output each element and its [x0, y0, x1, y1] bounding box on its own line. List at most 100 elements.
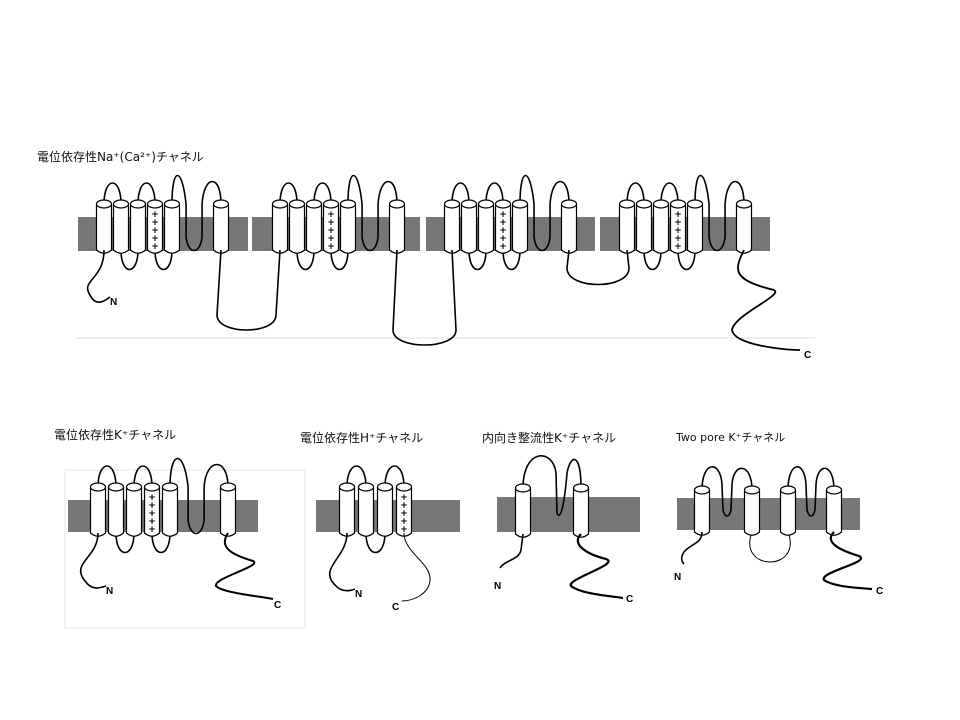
loop-line — [169, 457, 229, 535]
positive-charge-icon: + — [148, 493, 156, 503]
loop-line — [485, 182, 504, 205]
helix-top — [735, 199, 753, 209]
c-terminus-tail — [822, 531, 873, 591]
loop-line — [522, 455, 582, 516]
helix-cylinder — [357, 487, 375, 537]
helix-top — [652, 199, 670, 209]
helix-cylinder — [143, 487, 161, 537]
loop-line — [79, 532, 107, 589]
loop-line — [296, 249, 315, 271]
helix-cylinder — [305, 204, 323, 254]
helix-top — [219, 482, 237, 492]
c-terminus-tail — [731, 249, 801, 351]
c-terminus-tail — [215, 532, 274, 600]
positive-charge-icon: + — [674, 210, 682, 220]
helix-top — [271, 199, 289, 209]
c-terminus-label: C — [876, 586, 883, 597]
helix-cylinder — [129, 204, 147, 254]
helix-top — [212, 199, 230, 209]
linker-i-ii — [216, 249, 281, 331]
helix-top — [460, 199, 478, 209]
c-terminus-label: C — [392, 602, 399, 613]
helix-top — [143, 482, 161, 492]
linker-iii-iv — [566, 249, 630, 286]
helix-cylinder — [477, 204, 495, 254]
positive-charge-icon: + — [674, 234, 682, 244]
helix-cylinder — [494, 204, 512, 254]
helix-top — [669, 199, 687, 209]
loop-line — [787, 466, 835, 517]
helix-cylinder — [212, 204, 230, 254]
helix-cylinder — [89, 487, 107, 537]
loop-line — [701, 466, 753, 517]
helix-cylinder — [107, 487, 125, 537]
helix-top — [107, 482, 125, 492]
helix-cylinder — [560, 204, 578, 254]
helix-cylinder — [339, 204, 357, 254]
loop-line — [279, 182, 298, 205]
helix-cylinder — [618, 204, 636, 254]
positive-charge-icon: + — [674, 242, 682, 252]
helix-cylinder — [322, 204, 340, 254]
loop-line — [519, 174, 570, 252]
helix-cylinder — [146, 204, 164, 254]
loop-line — [384, 465, 405, 488]
helix-top — [339, 199, 357, 209]
helix-top — [163, 199, 181, 209]
helix-top — [89, 482, 107, 492]
helix-top — [338, 482, 356, 492]
helix-cylinder — [635, 204, 653, 254]
helix-cylinder — [112, 204, 130, 254]
positive-charge-icon: + — [400, 501, 408, 511]
helix-cylinder — [686, 204, 704, 254]
positive-charge-icon: + — [151, 218, 159, 228]
loop-line — [86, 249, 111, 303]
helix-top — [494, 199, 512, 209]
positive-charge-icon: + — [148, 501, 156, 511]
positive-charge-icon: + — [327, 210, 335, 220]
title-k2p-channel: Two pore K⁺チャネル — [676, 431, 786, 444]
positive-charge-icon: + — [400, 493, 408, 503]
positive-charge-icon: + — [151, 234, 159, 244]
loop-line — [694, 174, 745, 252]
positive-charge-icon: + — [327, 218, 335, 228]
n-terminus-label: N — [494, 581, 501, 592]
c-terminus-tail — [401, 532, 431, 602]
helix-cylinder — [219, 487, 237, 537]
loop-line — [677, 249, 696, 271]
helix-top — [305, 199, 323, 209]
helix-top — [376, 482, 394, 492]
helix-cylinder — [163, 204, 181, 254]
helix-cylinder — [376, 487, 394, 537]
helix-top — [112, 199, 130, 209]
loop-line — [347, 174, 398, 252]
c-terminus-label: C — [274, 600, 281, 611]
positive-charge-icon: + — [400, 517, 408, 527]
helix-cylinder — [511, 204, 529, 254]
helix-top — [95, 199, 113, 209]
c-terminus-label: C — [626, 594, 633, 605]
positive-charge-icon: + — [327, 242, 335, 252]
positive-charge-icon: + — [151, 210, 159, 220]
loop-line — [115, 532, 135, 554]
helix-top — [743, 485, 761, 495]
helix-top — [288, 199, 306, 209]
helix-cylinder — [652, 204, 670, 254]
positive-charge-icon: + — [400, 525, 408, 535]
inter-pore-loop — [749, 531, 791, 563]
loop-line — [154, 249, 173, 271]
loop-line — [680, 531, 703, 565]
loop-line — [133, 465, 153, 488]
helix-top — [443, 199, 461, 209]
loop-line — [103, 182, 122, 205]
helix-cylinder — [514, 488, 532, 538]
loop-line — [151, 532, 171, 554]
positive-charge-icon: + — [499, 210, 507, 220]
loop-line — [313, 182, 332, 205]
positive-charge-icon: + — [151, 226, 159, 236]
positive-charge-icon: + — [499, 242, 507, 252]
c-terminus-label: C — [804, 350, 811, 361]
loop-line — [365, 532, 386, 554]
